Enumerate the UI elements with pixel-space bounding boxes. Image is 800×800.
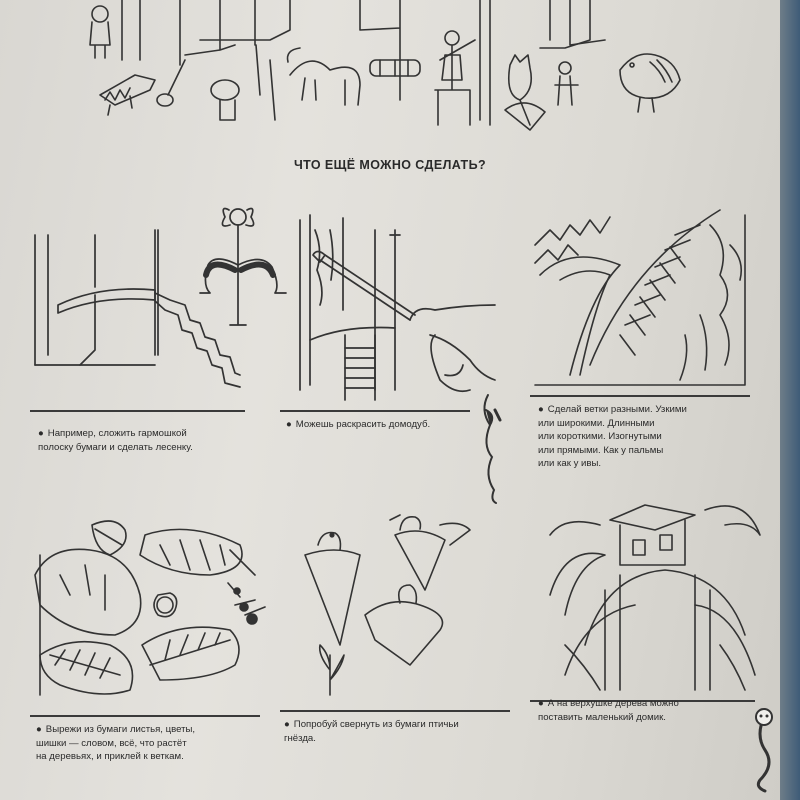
bullet: ●	[538, 698, 544, 709]
caption-text: А на верхушке дерева можно поставить мал…	[538, 698, 679, 723]
divider-rule	[530, 395, 750, 397]
caption-text: Сделай ветки разными. Узкими или широким…	[538, 404, 687, 469]
paper-leaves-icon	[30, 515, 280, 705]
caption-leaves: ●Вырежи из бумаги листья, цветы, шишки —…	[36, 723, 195, 764]
caption-paint: ●Можешь раскрасить домодуб.	[286, 418, 430, 432]
book-page: ЧТО ЕЩЁ МОЖНО СДЕЛАТЬ? ●Например, сложит…	[0, 0, 780, 800]
divider-rule	[280, 710, 510, 712]
paper-nests-icon	[300, 505, 500, 700]
divider-rule	[30, 410, 245, 412]
divider-rule	[530, 700, 755, 702]
divider-rule	[280, 410, 470, 412]
divider-rule	[30, 715, 260, 717]
caption-text: Вырежи из бумаги листья, цветы, шишки — …	[36, 724, 196, 762]
caption-treehouse: ●А на верхушке дерева можно поставить ма…	[538, 697, 679, 724]
bullet: ●	[538, 404, 544, 415]
section-heading: ЧТО ЕЩЁ МОЖНО СДЕЛАТЬ?	[293, 158, 487, 172]
book-cover-edge	[780, 0, 800, 800]
accordion-stairs-icon	[30, 205, 300, 400]
caption-text: Можешь раскрасить домодуб.	[295, 419, 431, 430]
treehouse-icon	[545, 495, 765, 690]
bullet: ●	[36, 724, 42, 735]
paintbrush-hand-icon	[295, 210, 515, 410]
caption-nests: ●Попробуй свернуть из бумаги птичьи гнёз…	[284, 718, 459, 745]
branches-icon	[530, 205, 755, 395]
caption-stairs: ●Например, сложить гармошкой полоску бум…	[38, 427, 193, 454]
worm-mascot-icon	[750, 705, 780, 795]
bullet: ●	[284, 719, 290, 730]
caption-text: Например, сложить гармошкой полоску бума…	[38, 428, 193, 453]
bullet: ●	[286, 419, 292, 430]
top-scene-illustration	[60, 0, 700, 140]
caption-branches: ●Сделай ветки разными. Узкими или широки…	[538, 403, 687, 471]
caption-text: Попробуй свернуть из бумаги птичьи гнёзд…	[284, 719, 459, 744]
paint-drip-decoration	[470, 395, 510, 505]
bullet: ●	[38, 428, 44, 439]
